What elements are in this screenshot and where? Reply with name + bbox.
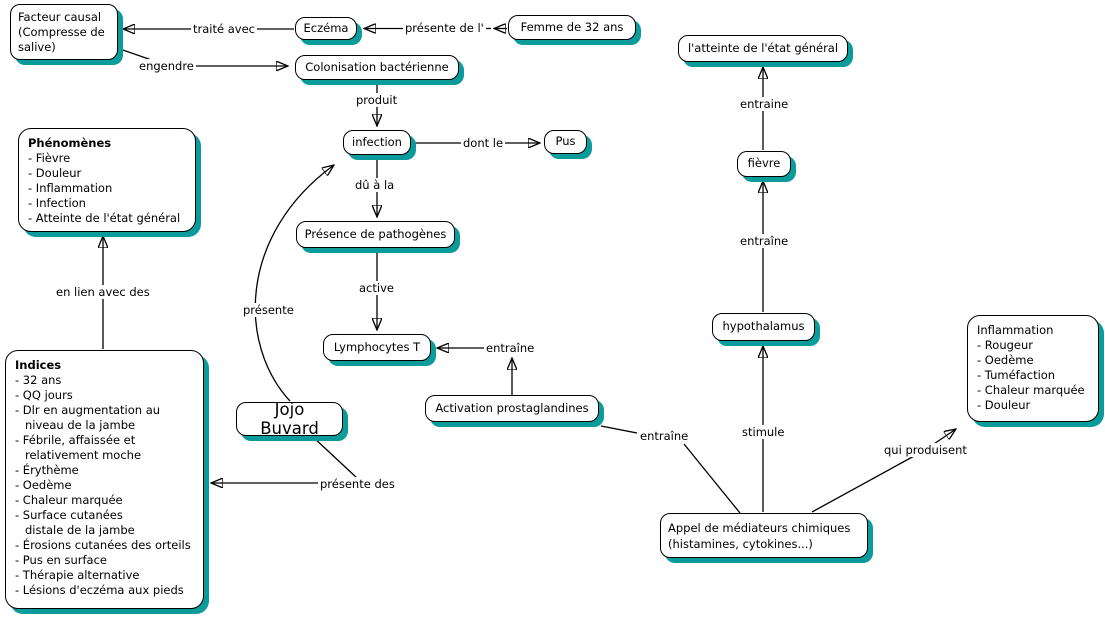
inflammation-item: - Chaleur marquée [977,383,1085,397]
node-eczema[interactable]: Eczéma [295,17,357,40]
node-infection-label: infection [352,134,402,149]
node-facteur-causal-label: Facteur causal (Compresse de salive) [18,9,105,54]
node-infection[interactable]: infection [343,130,411,155]
node-colonisation[interactable]: Colonisation bactérienne [295,55,459,80]
indices-item: - Oedème [15,478,72,492]
node-hypothalamus-label: hypothalamus [722,319,805,334]
node-indices[interactable]: Indices - 32 ans - QQ jours - Dlr en aug… [5,350,204,609]
node-appel-mediateurs[interactable]: Appel de médiateurs chimiques (histamine… [660,513,868,558]
inflammation-item: - Rougeur [977,338,1033,352]
indices-item: - Fébrile, affaissée et [15,433,136,447]
indices-item: - Lésions d'eczéma aux pieds [15,583,184,597]
link-label-active[interactable]: active [357,281,396,295]
node-atteinte-etat-general[interactable]: l'atteinte de l'état général [678,35,848,62]
node-activation-prostaglandines[interactable]: Activation prostaglandines [425,395,599,422]
node-eczema-label: Eczéma [303,20,349,35]
phenomenes-item: - Douleur [28,166,82,180]
indices-item: - Pus en surface [15,553,107,567]
indices-item: - Thérapie alternative [15,568,140,582]
indices-item: - Dlr en augmentation au [15,403,161,417]
node-lymphocytes-t-label: Lymphocytes T [333,339,421,354]
indices-item: - Chaleur marquée [15,493,123,507]
node-atteinte-etat-general-label: l'atteinte de l'état général [687,40,839,55]
phenomenes-title: Phénomènes [28,136,112,150]
connector-presente-des-a [312,436,358,479]
node-femme-label: Femme de 32 ans [520,19,624,34]
indices-item: relativement moche [25,448,142,462]
indices-item: - Érythème [15,463,79,477]
node-presence-pathogenes-label: Présence de pathogènes [304,226,447,241]
indices-item: - QQ jours [15,388,73,402]
node-jojo-buvard-label: Jojo Buvard [260,400,319,438]
connector-entraine-activation-b [683,443,741,514]
link-label-en-lien-avec-des[interactable]: en lien avec des [54,285,152,299]
node-appel-mediateurs-label: Appel de médiateurs chimiques (histamine… [668,520,851,551]
node-fievre-label: fièvre [747,156,781,171]
link-label-entraine-atteinte[interactable]: entraine [738,97,791,111]
link-label-engendre[interactable]: engendre [137,59,196,73]
link-label-traite-avec[interactable]: traité avec [191,22,257,36]
node-fievre[interactable]: fièvre [737,151,791,177]
indices-item: distale de la jambe [25,523,135,537]
connector-qui-produisent-a [811,449,926,513]
node-inflammation[interactable]: Inflammation - Rougeur - Oedème - Tuméfa… [967,315,1099,422]
node-pus-label: Pus [555,134,576,149]
link-label-entraine-fievre[interactable]: entraîne [738,234,791,248]
link-label-entraine-activation[interactable]: entraîne [638,429,691,443]
node-phenomenes[interactable]: Phénomènes - Fièvre - Douleur - Inflamma… [18,128,196,232]
link-label-qui-produisent[interactable]: qui produisent [882,443,969,457]
link-label-dont-le[interactable]: dont le [461,136,506,150]
phenomenes-item: - Atteinte de l'état général [28,211,181,225]
node-pus[interactable]: Pus [544,130,587,154]
node-presence-pathogenes[interactable]: Présence de pathogènes [296,221,455,248]
link-label-entraine-lymphocytes[interactable]: entraîne [484,341,537,355]
node-lymphocytes-t[interactable]: Lymphocytes T [323,334,431,361]
indices-title: Indices [15,358,62,372]
node-colonisation-label: Colonisation bactérienne [305,59,449,74]
link-label-du-a-la[interactable]: dû à la [353,178,397,192]
node-jojo-buvard[interactable]: Jojo Buvard [236,400,343,438]
phenomenes-item: - Fièvre [28,151,71,165]
indices-item: niveau de la jambe [25,418,136,432]
link-label-presente[interactable]: présente [241,303,296,317]
link-label-produit[interactable]: produit [354,93,400,107]
indices-item: - Érosions cutanées des orteils [15,538,191,552]
connector-presente-curve [254,165,334,402]
connector-entraine-activation-a [600,425,638,434]
phenomenes-item: - Infection [28,196,86,210]
indices-item: - Surface cutanées [15,508,123,522]
inflammation-item: - Oedème [977,353,1034,367]
node-femme[interactable]: Femme de 32 ans [508,15,636,40]
inflammation-item: - Douleur [977,398,1031,412]
indices-item: - 32 ans [15,373,62,387]
inflammation-item: - Tuméfaction [977,368,1056,382]
inflammation-title: Inflammation [977,323,1054,337]
node-activation-prostaglandines-label: Activation prostaglandines [435,400,589,415]
phenomenes-item: - Inflammation [28,181,113,195]
node-facteur-causal[interactable]: Facteur causal (Compresse de salive) [10,4,118,60]
link-label-stimule[interactable]: stimule [740,425,787,439]
link-label-presente-des[interactable]: présente des [318,477,397,491]
link-label-presente-de-l[interactable]: présente de l' [403,21,486,35]
node-hypothalamus[interactable]: hypothalamus [712,313,815,341]
